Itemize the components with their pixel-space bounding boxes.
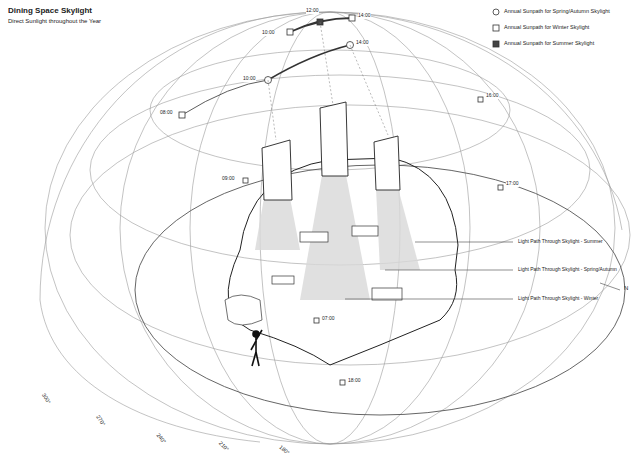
drawing-part	[45, 12, 615, 444]
drawing-part	[385, 270, 513, 271]
drawing-part	[498, 185, 503, 190]
legend-shape	[493, 41, 499, 47]
drawing-part	[345, 299, 513, 300]
time-label: 10:00	[262, 30, 275, 36]
drawing-part	[415, 242, 513, 243]
drawing-part	[268, 45, 350, 80]
legend-text: Annual Sunpath for Spring/Autumn Skyligh…	[504, 8, 622, 15]
drawing-part	[120, 12, 540, 444]
time-label: 07:00	[322, 316, 335, 322]
drawing-part	[190, 12, 470, 444]
drawing-part	[320, 102, 348, 176]
time-label: 17:00	[506, 181, 519, 187]
drawing-part	[350, 45, 388, 135]
azimuth-label: 210°	[218, 440, 231, 453]
drawing-part	[255, 198, 300, 250]
legend-symbol	[492, 8, 500, 16]
drawing-part	[300, 175, 370, 300]
sun-paths	[182, 18, 352, 115]
time-label: 14:00	[358, 13, 371, 19]
callout-label: Light Path Through Skylight - Summer	[518, 239, 603, 245]
dome-grid	[40, 12, 630, 444]
drawing-part	[256, 330, 262, 340]
legend-shape	[493, 25, 499, 31]
time-label: 14:00	[356, 40, 369, 46]
drawing-part	[352, 226, 378, 236]
drawing-part	[314, 318, 319, 323]
drawing-part	[340, 380, 345, 385]
callout-label: Light Path Through Skylight - Winter	[518, 296, 598, 302]
horizon-ellipse	[135, 165, 625, 415]
drawing-part	[320, 22, 333, 105]
legend-item: Annual Sunpath for Winter Skylight	[492, 24, 622, 32]
person-figure	[251, 330, 262, 366]
time-label: 18:00	[348, 378, 361, 384]
time-label: 12:00	[306, 8, 319, 14]
time-label: 10:00	[243, 76, 256, 82]
dining-space-section	[228, 158, 458, 365]
callout-label: Light Path Through Skylight - Spring/Aut…	[518, 267, 617, 273]
furniture	[225, 226, 402, 325]
azimuth-label: 240°	[155, 432, 167, 445]
skylights	[262, 102, 400, 200]
legend-symbol	[492, 24, 500, 32]
legend-item: Annual Sunpath for Summer Skylight	[492, 40, 622, 48]
azimuth-label: 270°	[95, 414, 107, 427]
time-label: 08:00	[160, 110, 173, 116]
drawing-part	[268, 80, 276, 140]
subtitle: Direct Sunlight throughout the Year	[8, 18, 101, 25]
drawing-part	[182, 80, 268, 115]
drawing-part	[272, 276, 294, 284]
drawing-part	[376, 188, 420, 270]
drawing-part	[256, 352, 259, 366]
legend-text: Annual Sunpath for Winter Skylight	[504, 24, 622, 31]
title: Dining Space Skylight	[8, 6, 92, 15]
drawing-part	[262, 140, 292, 200]
legend-shape	[493, 9, 499, 15]
drawing-part	[70, 105, 630, 365]
legend-text: Annual Sunpath for Summer Skylight	[504, 40, 622, 47]
azimuth-label: 180°	[278, 444, 291, 456]
drawing-part	[179, 112, 185, 118]
drawing-part	[300, 232, 328, 242]
drawing-part	[478, 97, 483, 102]
drawing-part	[252, 352, 256, 366]
time-label: 09:00	[222, 176, 235, 182]
legend-item: Annual Sunpath for Spring/Autumn Skyligh…	[492, 8, 622, 16]
azimuth-label: 300°	[41, 392, 52, 405]
drawing-part	[372, 288, 402, 300]
drawing-part	[287, 29, 293, 35]
time-label: 16:00	[486, 93, 499, 99]
leader-lines	[345, 242, 620, 299]
drawing-part	[225, 295, 262, 325]
drawing-part	[374, 136, 400, 190]
drawing-part	[290, 18, 352, 32]
drawing-part	[349, 15, 355, 21]
drawing-part	[600, 283, 620, 290]
sun-markers	[179, 15, 503, 385]
north-label: N	[624, 285, 628, 292]
drawing-part	[243, 178, 248, 183]
legend-symbol	[492, 40, 500, 48]
drawing-part	[251, 341, 256, 350]
